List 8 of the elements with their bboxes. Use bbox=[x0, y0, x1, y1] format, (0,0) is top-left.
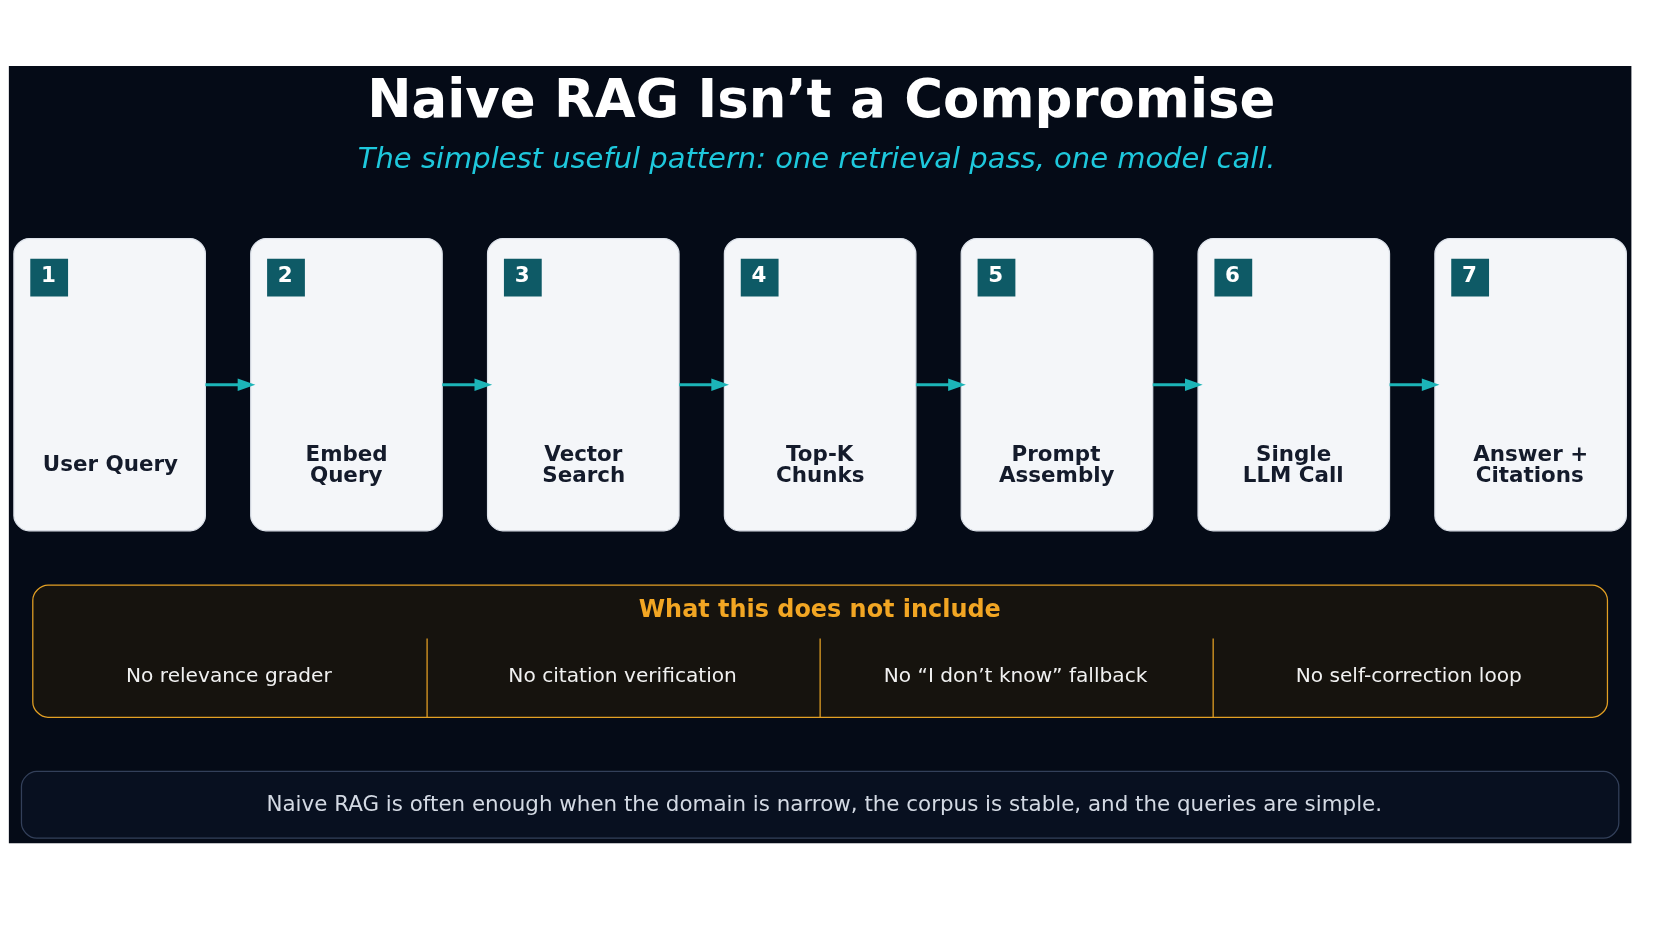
arrow bbox=[205, 378, 256, 391]
diagram-title: Naive RAG Isn’t a Compromise bbox=[367, 68, 1276, 130]
label: The simplest useful pattern: one retrieval pass, one model call. bbox=[357, 140, 1276, 175]
arrow bbox=[679, 378, 729, 391]
arrow bbox=[1152, 378, 1203, 391]
arrow bbox=[442, 378, 493, 391]
arrow bbox=[915, 378, 966, 391]
arrow bbox=[1389, 378, 1440, 391]
